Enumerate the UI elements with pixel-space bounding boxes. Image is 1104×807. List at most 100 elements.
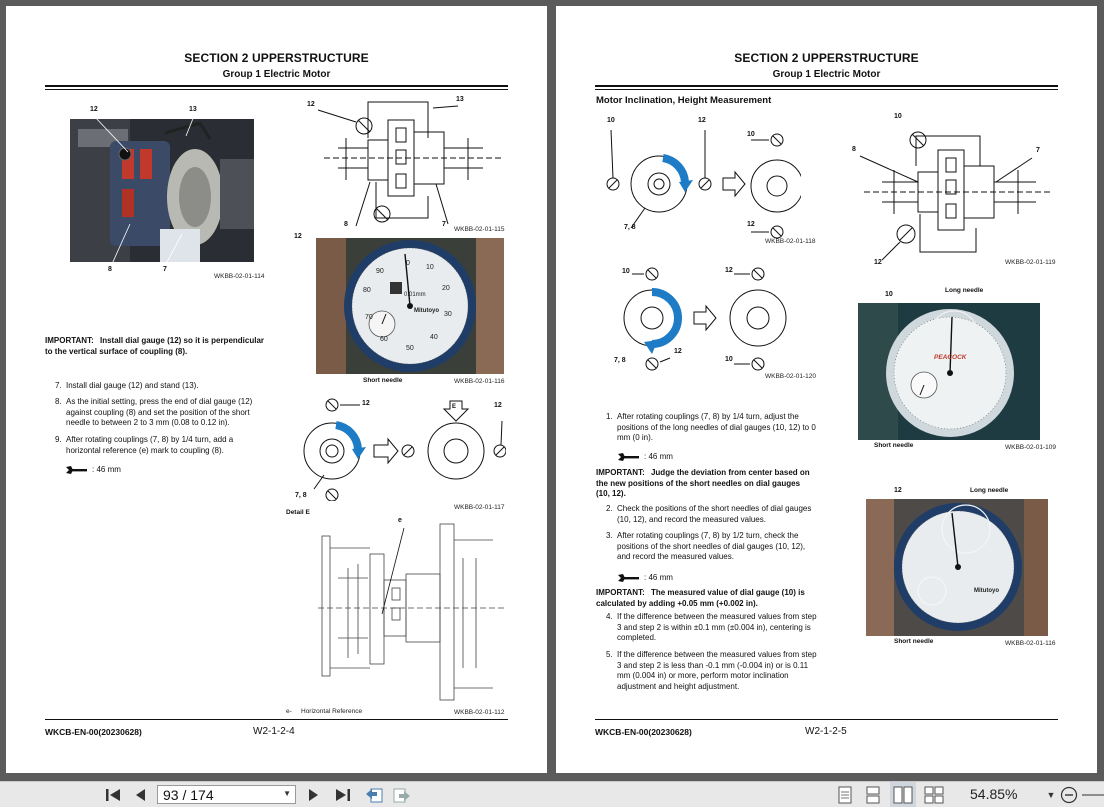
figure-caption: WKBB-02-01-118: [765, 238, 816, 245]
figure-coupling-diagram: [859, 131, 1050, 261]
dial-brand: PEACOCK: [934, 354, 967, 361]
two-page-view-button[interactable]: [890, 782, 916, 807]
back-view-icon: [366, 788, 383, 802]
chevron-right-icon: [309, 788, 318, 801]
two-page-continuous-button[interactable]: [922, 782, 946, 807]
dial-number: 30: [444, 311, 452, 318]
footer-code: WKCB-EN-00(20230628): [595, 727, 692, 737]
figure-caption: WKBB-02-01-119: [1005, 259, 1056, 266]
continuous-page-icon: [866, 786, 880, 803]
viewer-toolbar: 93 / 174 ▼ 54.85% ▼: [0, 781, 1104, 807]
last-page-button[interactable]: [330, 782, 356, 807]
left-page: SECTION 2 UPPERSTRUCTURE Group 1 Electri…: [6, 6, 547, 773]
footer-rule: [45, 719, 508, 720]
callout-12: 12: [874, 259, 882, 266]
important-label: IMPORTANT:: [45, 336, 94, 345]
figure-caption: WKBB-02-01-112: [454, 709, 505, 716]
footer-page-number: W2-1-2-5: [805, 726, 847, 737]
callout-13: 13: [456, 96, 464, 103]
important-note-1: IMPORTANT: Judge the deviation from cent…: [596, 468, 810, 499]
subsection-heading: Motor Inclination, Height Measurement: [596, 95, 772, 106]
dial-number: 40: [430, 334, 438, 341]
zoom-slider[interactable]: [1082, 782, 1104, 807]
callout-e: e: [398, 517, 402, 524]
previous-page-button[interactable]: [128, 782, 152, 807]
figure-photo-dial-gauge: [316, 238, 504, 374]
long-needle-label: Long needle: [945, 287, 984, 294]
wrench-spec: : 46 mm: [66, 465, 121, 474]
callout-7: 7: [1036, 147, 1040, 154]
wrench-spec: : 46 mm: [618, 573, 673, 582]
dial-number: 50: [406, 345, 414, 352]
go-forward-view-button[interactable]: [390, 782, 414, 807]
callout-12: 12: [747, 221, 755, 228]
callout-8: 8: [344, 221, 348, 228]
single-page-view-button[interactable]: [834, 782, 856, 807]
single-page-icon: [838, 786, 852, 803]
zoom-out-button[interactable]: [1058, 782, 1080, 807]
detail-label: Detail E: [286, 509, 310, 516]
callout-7: 7: [163, 266, 167, 273]
go-back-view-button[interactable]: [362, 782, 386, 807]
dial-number: 10: [426, 264, 434, 271]
dial-number: 90: [376, 268, 384, 275]
callout-7: 7: [442, 221, 446, 228]
callout-8: 8: [852, 146, 856, 153]
zoom-level[interactable]: 54.85%: [970, 786, 1018, 802]
wrench-icon: [618, 573, 639, 582]
dial-brand: Mitutoyo: [414, 308, 439, 314]
callout-12: 12: [725, 267, 733, 274]
dial-number: 80: [363, 287, 371, 294]
figure-caption: WKBB-02-01-116: [454, 378, 505, 385]
callout-10: 10: [607, 117, 615, 124]
dial-number: 20: [442, 285, 450, 292]
important-note-2: IMPORTANT: The measured value of dial ga…: [596, 588, 805, 608]
skip-last-icon: [336, 788, 350, 801]
important-note: IMPORTANT: Install dial gauge (12) so it…: [45, 336, 265, 357]
short-needle-label: Short needle: [894, 638, 934, 645]
callout-12: 12: [494, 402, 502, 409]
short-needle-label: Short needle: [363, 377, 403, 384]
legend-key: e-: [286, 708, 292, 715]
callout-12: 12: [294, 233, 302, 240]
section-title: SECTION 2 UPPERSTRUCTURE: [184, 51, 369, 65]
header-rule: [595, 85, 1058, 87]
callout-E: E: [452, 404, 457, 410]
forward-view-icon: [393, 788, 410, 802]
figure-caption: WKBB-02-01-115: [454, 226, 505, 233]
first-page-button[interactable]: [100, 782, 126, 807]
next-page-button[interactable]: [302, 782, 326, 807]
page-number-input[interactable]: 93 / 174 ▼: [157, 785, 296, 804]
dial-number: 60: [380, 336, 388, 343]
fig1-leaders: [93, 115, 195, 265]
continuous-view-button[interactable]: [862, 782, 884, 807]
callout-12: 12: [90, 106, 98, 113]
callout-7-8: 7, 8: [624, 224, 636, 231]
callout-10: 10: [725, 356, 733, 363]
callout-10: 10: [885, 291, 893, 298]
figure-section-drawing: [318, 523, 504, 701]
legend-text: Horizontal Reference: [301, 708, 363, 715]
figure-photo-coupling: [70, 119, 254, 262]
callout-12: 12: [362, 400, 370, 407]
chevron-left-icon: [136, 788, 145, 801]
callout-12: 12: [674, 348, 682, 355]
callout-13: 13: [189, 106, 197, 113]
callout-8: 8: [108, 266, 112, 273]
callout-10: 10: [894, 113, 902, 120]
callout-7-8: 7, 8: [295, 492, 307, 499]
figure-coupling-diagram: [317, 101, 502, 227]
zoom-dropdown[interactable]: ▼: [1044, 782, 1058, 807]
figure-photo-dial-gauge-12: [866, 499, 1048, 636]
header-rule: [45, 85, 508, 87]
callout-12: 12: [698, 117, 706, 124]
chevron-down-icon: ▼: [283, 789, 291, 798]
dial-text: 0.01mm: [404, 292, 426, 298]
callout-10: 10: [747, 131, 755, 138]
dial-number: 70: [365, 314, 373, 321]
dial-brand: Mitutoyo: [974, 588, 999, 594]
wrench-spec: : 46 mm: [618, 452, 673, 461]
figure-caption: WKBB-02-01-117: [454, 504, 505, 511]
callout-10: 10: [622, 268, 630, 275]
header-rule-thin: [45, 89, 508, 90]
